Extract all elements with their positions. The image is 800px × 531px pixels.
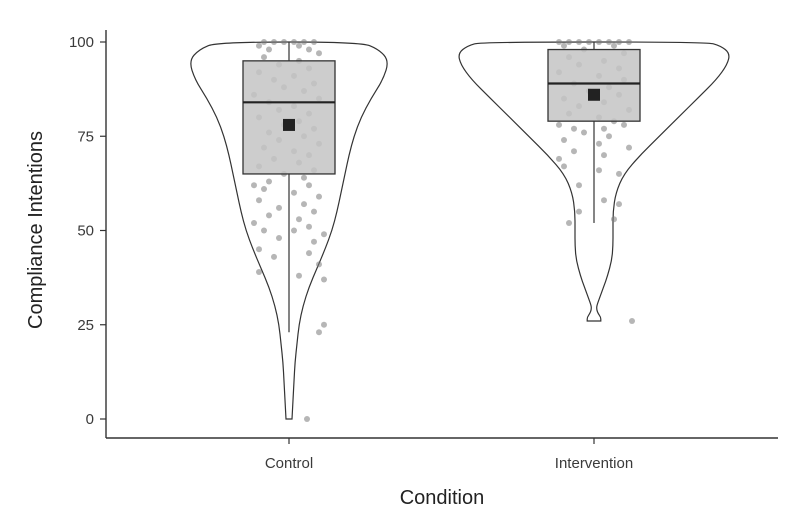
x-tick-label: Intervention (555, 455, 633, 472)
y-tick-label: 25 (77, 317, 94, 334)
data-point (316, 261, 322, 268)
data-point (306, 223, 312, 230)
data-point (576, 182, 582, 189)
data-point (321, 321, 327, 328)
data-point (601, 152, 607, 159)
data-point (271, 39, 277, 45)
data-point (576, 39, 582, 45)
y-axis-ticks: 0 25 50 75 100 (69, 34, 106, 428)
data-point (561, 137, 567, 143)
data-point (301, 201, 307, 208)
data-point (556, 121, 562, 128)
data-point (306, 250, 312, 257)
data-point (306, 46, 312, 53)
data-point (276, 235, 282, 241)
data-point (311, 238, 317, 245)
data-point (629, 318, 635, 324)
data-point (291, 227, 297, 234)
data-point (304, 416, 310, 422)
data-point (281, 39, 287, 45)
data-point (261, 54, 267, 61)
y-tick-label: 100 (69, 34, 94, 51)
data-point (596, 167, 602, 174)
data-point (561, 163, 567, 170)
data-point (556, 39, 562, 45)
data-point (321, 276, 327, 283)
data-point (271, 253, 277, 260)
y-tick-label: 0 (86, 411, 94, 428)
data-point (616, 170, 622, 177)
data-point (266, 46, 272, 53)
y-tick-label: 75 (77, 128, 94, 145)
data-point (261, 39, 267, 45)
data-point (601, 125, 607, 132)
data-point (301, 39, 307, 45)
data-point (296, 272, 302, 279)
data-point (251, 182, 257, 189)
data-point (556, 155, 562, 162)
data-point (571, 148, 577, 155)
data-point (306, 182, 312, 189)
data-point (616, 39, 622, 45)
data-point (596, 39, 602, 45)
axes-layer: 0 25 50 75 100 Control Intervention (69, 30, 778, 472)
data-point (256, 42, 262, 49)
data-point (311, 39, 317, 45)
boxplot-layer (242, 42, 641, 333)
data-point (621, 121, 627, 128)
data-point (601, 197, 607, 204)
data-point (586, 39, 592, 45)
data-point (256, 269, 262, 275)
data-point (611, 216, 617, 223)
data-point (316, 329, 322, 336)
x-axis-ticks: Control Intervention (265, 438, 633, 472)
mean-marker (283, 118, 295, 131)
data-point (266, 178, 272, 185)
data-point (596, 140, 602, 147)
y-tick-label: 50 (77, 223, 94, 240)
data-point (566, 39, 572, 45)
data-point (291, 189, 297, 196)
data-point (261, 186, 267, 192)
data-point (261, 227, 267, 234)
data-point (626, 39, 632, 45)
data-point (606, 39, 612, 45)
box-intervention (547, 48, 641, 122)
data-point (316, 50, 322, 57)
data-point (576, 208, 582, 215)
y-axis-title: Compliance Intentions (25, 131, 47, 329)
mean-marker (588, 88, 600, 101)
data-point (566, 220, 572, 226)
data-point (266, 212, 272, 219)
box-control (242, 60, 336, 175)
data-point (581, 129, 587, 136)
data-point (256, 246, 262, 253)
data-point (616, 201, 622, 208)
data-point (321, 231, 327, 238)
data-point (571, 125, 577, 132)
data-point (626, 144, 632, 151)
x-tick-label: Control (265, 455, 313, 472)
x-axis-title: Condition (400, 487, 485, 509)
data-point (611, 42, 617, 49)
data-point (311, 208, 317, 215)
data-point (251, 220, 257, 226)
data-point (606, 133, 612, 140)
data-point (296, 42, 302, 49)
data-point (301, 174, 307, 181)
data-point (256, 197, 262, 204)
data-point (561, 42, 567, 49)
data-point (276, 204, 282, 211)
data-point (296, 216, 302, 223)
data-point (316, 193, 322, 200)
data-point (291, 39, 297, 45)
